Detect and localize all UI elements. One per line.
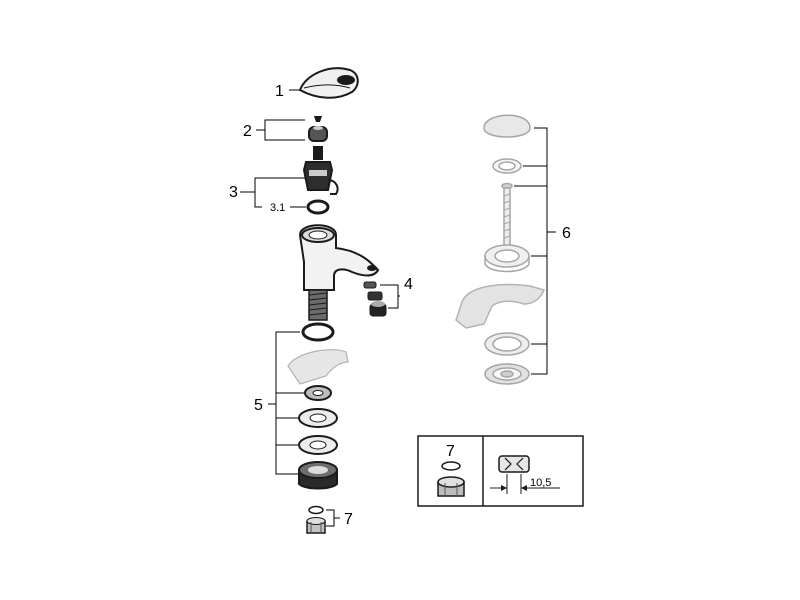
label-3-1: 3.1: [270, 202, 285, 214]
bracket-5: [268, 331, 304, 475]
inset-pipe-section: [498, 455, 530, 494]
bracket-3: [240, 177, 305, 208]
part-aerator: [363, 281, 387, 317]
part-faucet-body: [298, 224, 380, 321]
part-compression-fitting: [306, 505, 326, 534]
part-mounting-set: [287, 322, 349, 490]
part-lever-handle: [298, 67, 359, 99]
label-3: 3: [229, 184, 238, 201]
inset-fitting: [437, 461, 465, 497]
label-6: 6: [562, 225, 571, 242]
part-o-ring-3-1: [306, 199, 330, 215]
bracket-7: [326, 509, 340, 527]
part-waste-set: [455, 114, 546, 385]
label-2: 2: [243, 123, 252, 140]
label-7: 7: [344, 511, 353, 528]
bracket-2: [256, 119, 305, 141]
label-4: 4: [404, 276, 413, 293]
part-screw-cap: [308, 116, 328, 142]
label-5: 5: [254, 397, 263, 414]
bracket-4: [380, 284, 400, 309]
inset-label-7: 7: [446, 443, 455, 460]
dimension-arrow: [490, 485, 560, 491]
part-cartridge: [302, 146, 339, 195]
bracket-6: [514, 127, 556, 375]
dimension-label: 10,5: [530, 477, 551, 489]
label-1: 1: [275, 83, 284, 100]
